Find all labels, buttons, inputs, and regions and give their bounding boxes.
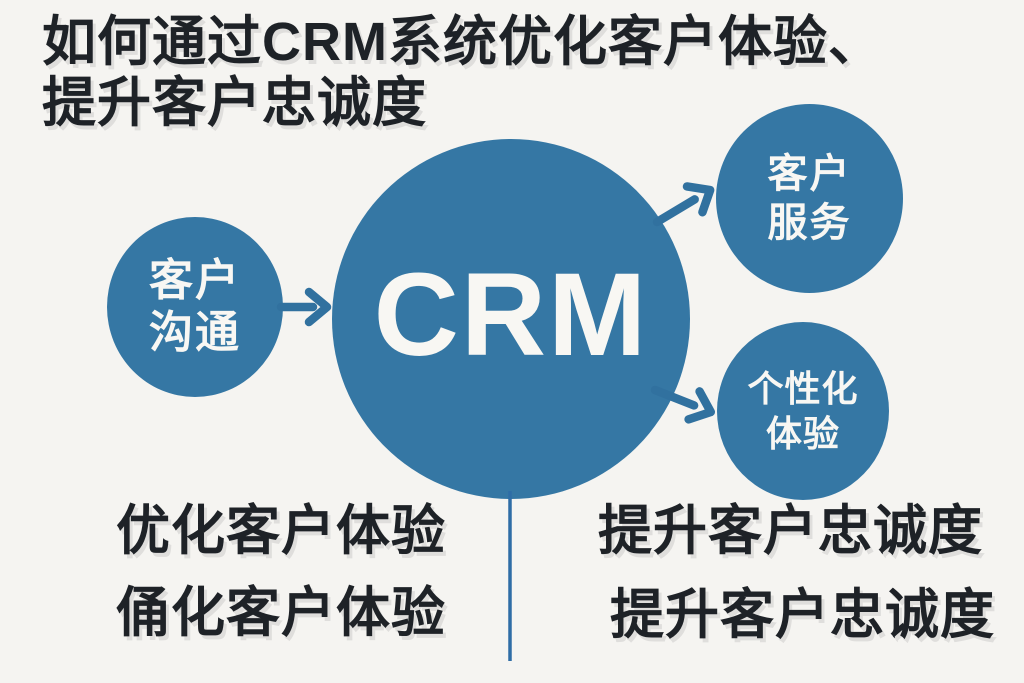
page-title: 如何通过CRM系统优化客户体验、 提升客户忠诚度 [42,12,883,134]
node-customer-communication-label-line2: 沟通 [149,308,241,357]
node-crm-label: CRM [373,249,649,381]
node-customer-service-label-line1: 客户 [767,151,852,196]
footer-text-improve-loyalty-1: 提升客户忠诚度 [598,501,983,561]
node-personalized-experience: 个性化 体验 [717,322,889,500]
footer-text-optimize-experience-1: 优化客户体验 [116,501,446,561]
node-customer-service: 客户 服务 [716,104,903,293]
arrow-left-to-crm-icon [276,287,332,327]
node-personalized-experience-label-line1: 个性化 [747,368,859,409]
footer-text-optimize-experience-2: 俑化客户体验 [116,583,446,643]
node-customer-service-label-line2: 服务 [767,200,852,245]
node-crm: CRM [332,139,690,499]
footer-text-improve-loyalty-2: 提升客户忠诚度 [610,585,995,645]
page-title-line-2: 提升客户忠诚度 [42,73,427,134]
node-customer-communication: 客户 沟通 [107,217,283,397]
node-customer-communication-label-line1: 客户 [149,256,241,306]
page-title-line-1: 如何通过CRM系统优化客户体验、 [42,12,883,72]
node-personalized-experience-label-line2: 体验 [765,413,840,454]
